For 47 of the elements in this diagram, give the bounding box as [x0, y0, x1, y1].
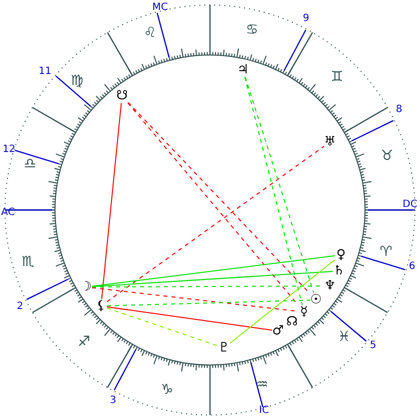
aspect-line [106, 306, 272, 331]
house-number: 11 [38, 67, 52, 77]
aspect-line [106, 146, 324, 302]
planet-symbol: ☽ [80, 280, 92, 294]
house-number: 8 [396, 105, 402, 115]
zodiac-symbol: ♉ [380, 149, 394, 163]
planet-symbol: ♂ [272, 324, 284, 338]
aspect-line [106, 300, 310, 306]
zodiac-symbol: ♐ [78, 335, 90, 349]
aspect-line [101, 102, 122, 300]
house-number: 3 [110, 396, 116, 406]
planet-symbol: ☉ [310, 294, 322, 306]
aspect-line [106, 308, 218, 346]
aspect-line [92, 255, 336, 287]
house-number: 12 [2, 145, 16, 155]
planet-symbol: ⚸ [96, 300, 106, 312]
house-number: 6 [408, 262, 416, 272]
house-number: 5 [370, 341, 376, 351]
zodiac-symbol: ♍ [70, 74, 84, 88]
planet-symbol: ☋ [116, 90, 128, 102]
aspect-line [230, 259, 336, 344]
planet-symbol: ♅ [324, 136, 336, 148]
angle-label: DC [402, 200, 418, 210]
house-number: 2 [16, 302, 24, 312]
aspect-line [244, 76, 314, 294]
zodiac-symbol: ♑ [160, 383, 174, 397]
zodiac-symbol: ♒ [256, 378, 268, 392]
zodiac-symbol: ♈ [380, 245, 392, 259]
aspect-line [92, 270, 334, 288]
planet-symbol: ♄ [333, 264, 345, 278]
planet-symbol: ☊ [286, 316, 298, 328]
planet-symbol: ☿ [300, 306, 308, 318]
zodiac-symbol: ♌ [144, 26, 156, 40]
zodiac-symbol: ♎ [24, 157, 36, 171]
planet-symbol: ♀ [336, 248, 346, 262]
angle-label: MC [152, 3, 168, 13]
zodiac-symbol: ♏ [22, 255, 34, 269]
zodiac-symbol: ♋ [246, 23, 258, 37]
house-number: 9 [302, 14, 310, 24]
zodiac-symbol: ♊ [330, 70, 344, 84]
zodiac-symbol: ♓ [338, 330, 350, 344]
planet-symbol: ♇ [218, 342, 230, 354]
angle-label: AC [1, 208, 15, 218]
angle-label: IC [259, 406, 269, 416]
planet-symbol: ♆ [324, 280, 336, 292]
planet-symbol: ♃ [237, 64, 249, 76]
aspect-line [244, 76, 303, 306]
